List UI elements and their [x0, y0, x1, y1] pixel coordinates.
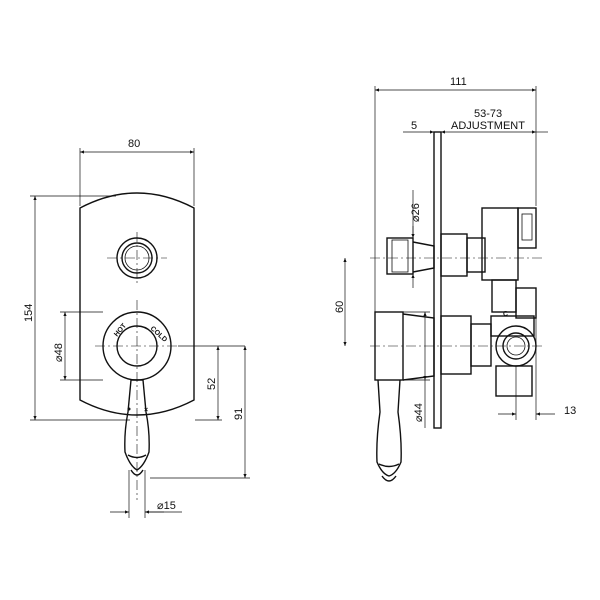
diverter-knob-side [386, 237, 435, 275]
valve-body: C [440, 207, 537, 397]
svg-text:×: × [144, 407, 148, 414]
adjustment-label: ADJUSTMENT [451, 120, 525, 132]
diverter-diameter-dim: ⌀26 [410, 203, 422, 222]
trim-diameter-dim: ⌀48 [53, 343, 65, 362]
handle-diameter-dim: ⌀44 [413, 403, 425, 422]
height-dim: 154 [23, 304, 35, 322]
spout-offset-dim: 52 [206, 378, 218, 390]
width-dim: 80 [128, 138, 140, 150]
lever-tip-diameter-dim: ⌀15 [157, 500, 176, 512]
adjustment-range-dim: 53-73 [474, 108, 502, 120]
body-offset-dim: 13 [564, 405, 576, 417]
center-spacing-dim: 60 [334, 301, 346, 313]
hot-label: HOT [113, 322, 128, 338]
wall-plate [433, 131, 442, 429]
cover-plate [79, 192, 195, 416]
lever-length-dim: 91 [233, 408, 245, 420]
cold-marker: C [503, 311, 508, 318]
side-view: C 111 5 53-73 ADJUSTMENT ⌀26 60 ⌀44 [334, 76, 576, 482]
front-view: HOT COLD × 80 154 ⌀48 [23, 138, 250, 518]
total-depth-dim: 111 [450, 76, 467, 88]
plate-thickness-dim: 5 [411, 120, 417, 132]
